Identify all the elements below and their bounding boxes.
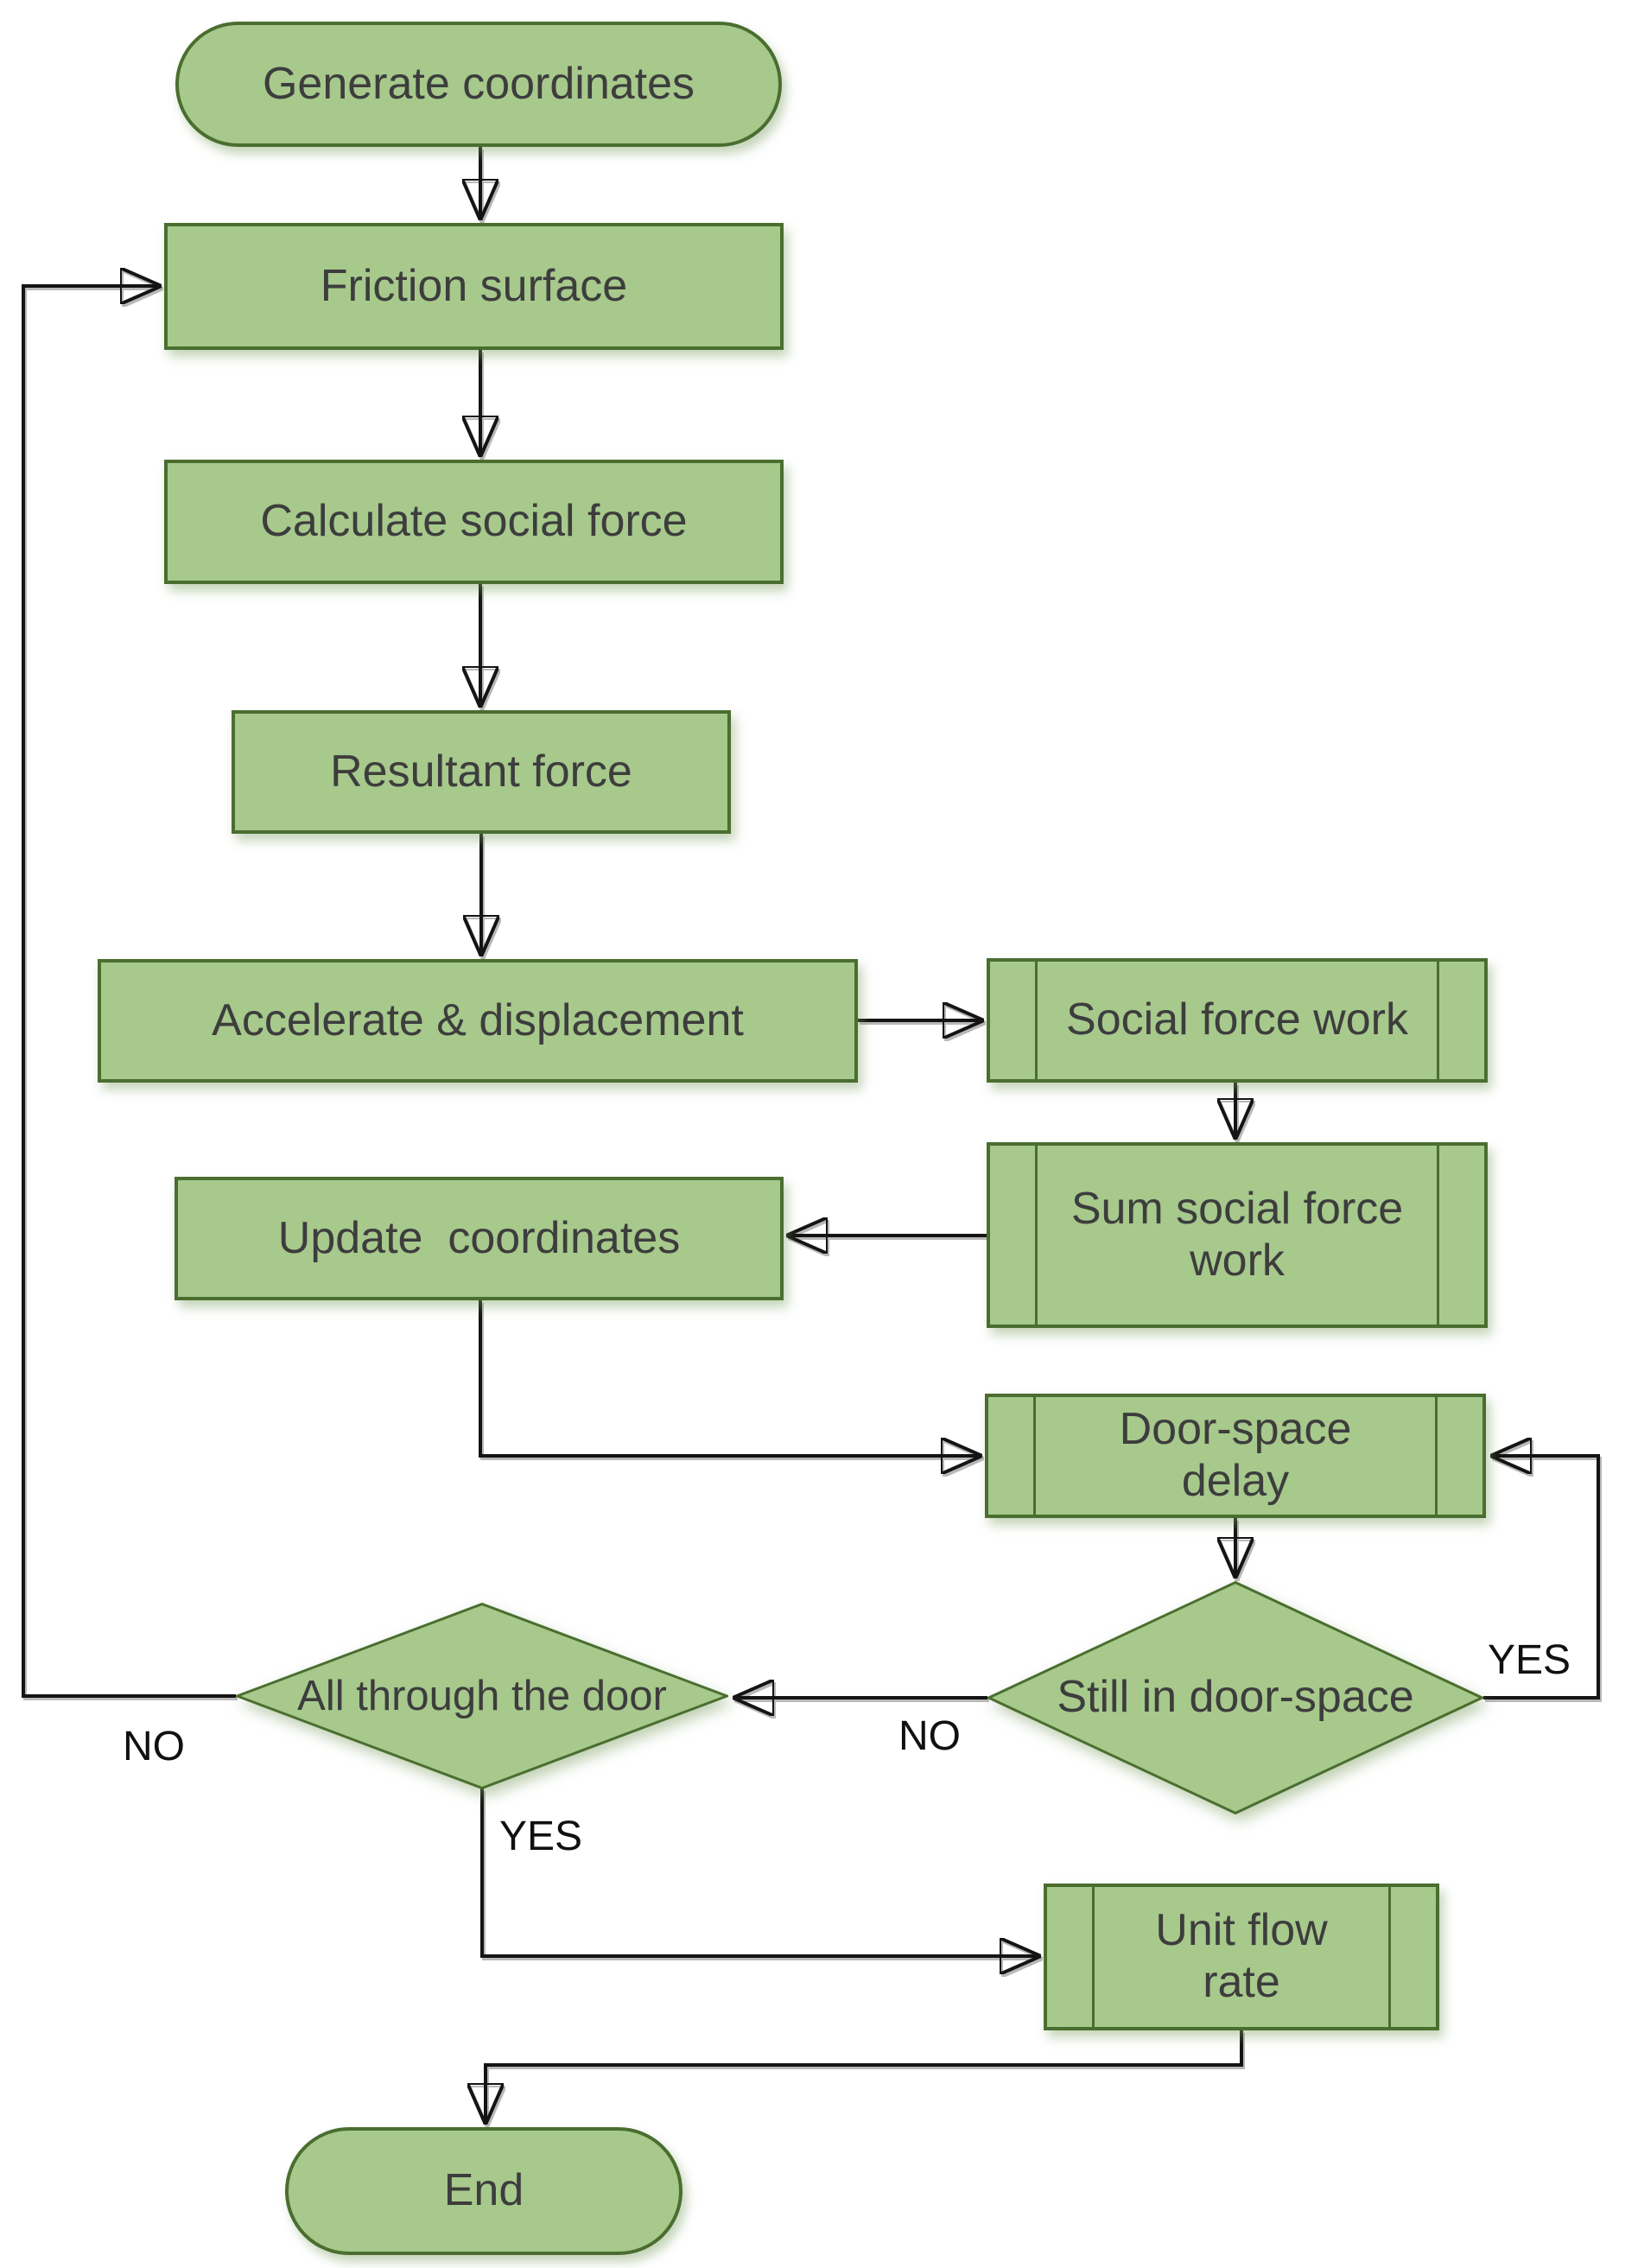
edge-allthrough-yes-unitflow — [480, 1788, 1040, 1956]
node-label: Sum social force work — [1070, 1183, 1404, 1286]
edge-unitflow-end — [486, 2030, 1243, 2124]
node-still-in-door-space: Still in door-space — [987, 1581, 1483, 1814]
predefined-left-bar — [1092, 1887, 1095, 2027]
node-accelerate-displacement: Accelerate & displacement — [98, 959, 858, 1083]
predefined-right-bar — [1437, 1146, 1439, 1325]
node-label: Friction surface — [320, 260, 628, 311]
edge-still-yes-loop — [1483, 1456, 1600, 1699]
node-label: Accelerate & displacement — [212, 994, 744, 1045]
predefined-left-bar — [1035, 1146, 1038, 1325]
node-calculate-social-force: Calculate social force — [164, 460, 784, 584]
node-end: End — [285, 2127, 682, 2255]
node-resultant-force: Resultant force — [232, 710, 731, 834]
predefined-right-bar — [1437, 962, 1439, 1079]
node-label: Generate coordinates — [262, 58, 695, 109]
node-label: Resultant force — [330, 746, 632, 797]
node-friction-surface: Friction surface — [164, 223, 784, 350]
node-label: Door-space delay — [1119, 1404, 1352, 1506]
node-label: Unit flow rate — [1155, 1905, 1328, 2007]
node-label: All through the door — [297, 1672, 667, 1719]
edge-label-no-still-in-door-space: NO — [898, 1713, 961, 1759]
node-door-space-delay: Door-space delay — [985, 1394, 1486, 1518]
node-label: Still in door-space — [1057, 1672, 1414, 1723]
edge-label-no-all-through-door: NO — [123, 1724, 185, 1769]
edge-label-yes-still-in-door-space: YES — [1488, 1637, 1571, 1683]
predefined-left-bar — [1035, 962, 1038, 1079]
node-sum-social-force-work: Sum social force work — [987, 1142, 1488, 1328]
node-update-coordinates: Update coordinates — [175, 1177, 784, 1300]
edge-update-doorspace — [479, 1300, 981, 1456]
node-unit-flow-rate: Unit flow rate — [1044, 1884, 1439, 2030]
predefined-left-bar — [1033, 1397, 1036, 1515]
node-label: Social force work — [1066, 994, 1408, 1045]
predefined-right-bar — [1388, 1887, 1391, 2027]
predefined-right-bar — [1435, 1397, 1438, 1515]
node-label: End — [443, 2165, 524, 2216]
node-label: Calculate social force — [260, 496, 688, 547]
edge-allthrough-no-loop — [22, 286, 236, 1698]
node-generate-coordinates: Generate coordinates — [175, 22, 782, 147]
diamond-shape — [987, 1581, 1483, 1814]
edge-label-yes-all-through-door: YES — [499, 1814, 583, 1859]
node-all-through-the-door: All through the door — [236, 1603, 728, 1789]
diamond-shape — [236, 1603, 728, 1789]
node-social-force-work: Social force work — [987, 958, 1488, 1083]
node-label: Update coordinates — [277, 1212, 681, 1263]
